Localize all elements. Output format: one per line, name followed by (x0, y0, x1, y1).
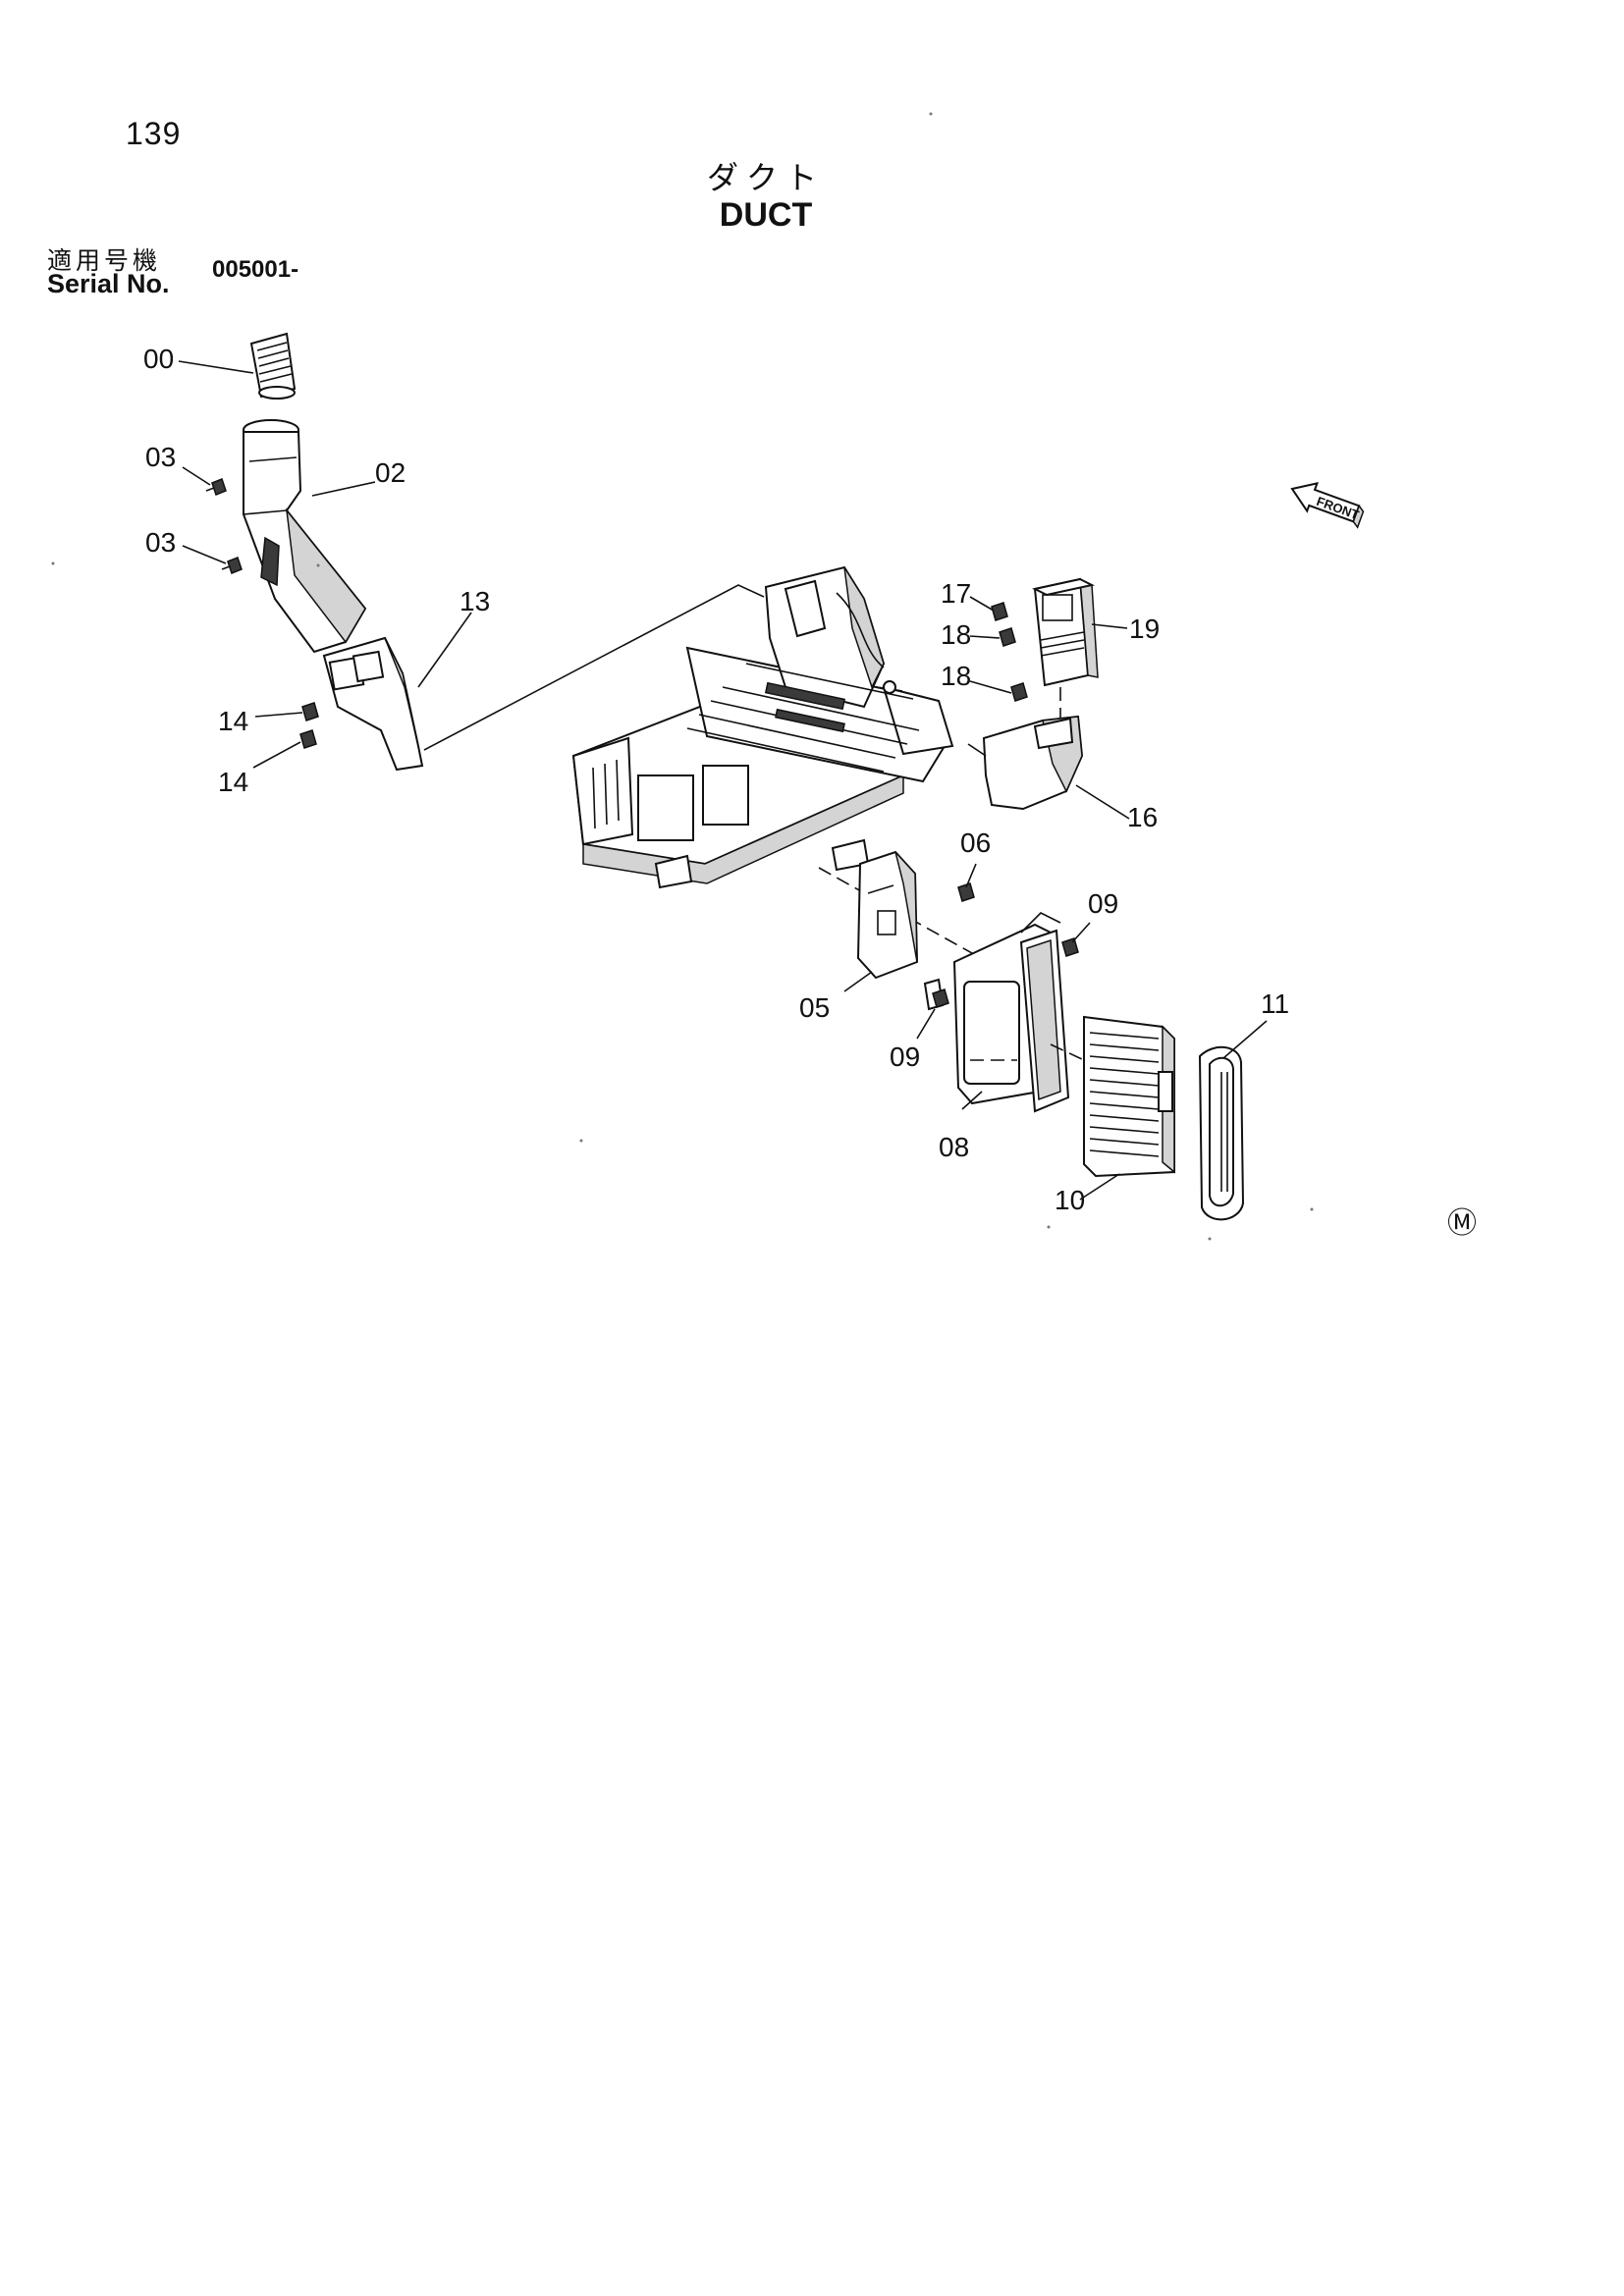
part-02-upper-duct (243, 419, 367, 654)
part-18-screw-lower (1010, 682, 1028, 702)
serial-label: Serial No. (47, 269, 170, 298)
part-19-vent-outlet (1032, 577, 1099, 687)
callout-09-upper: 09 (1088, 888, 1118, 919)
leader-06 (965, 863, 977, 888)
part-06-screw (957, 882, 975, 902)
callout-09-lower: 09 (890, 1041, 920, 1072)
callout-14-lower: 14 (218, 767, 248, 797)
leader-08 (961, 1091, 983, 1110)
front-direction-arrow: FRONT (1290, 481, 1365, 529)
dash-filter-to-10 (1050, 1043, 1085, 1061)
leader-14-lower (252, 741, 301, 769)
connection-line-duct-to-unit (423, 584, 765, 751)
part-16-side-duct (982, 715, 1084, 811)
page-number: 139 (126, 116, 182, 151)
callout-16: 16 (1127, 802, 1158, 832)
leader-19 (1091, 623, 1128, 629)
part-09-screw-upper (1061, 937, 1079, 957)
callout-05: 05 (799, 992, 830, 1023)
main-air-conditioner-unit (571, 565, 954, 889)
callout-02: 02 (375, 457, 406, 488)
part-17-clip (991, 602, 1008, 621)
callout-10: 10 (1055, 1185, 1085, 1215)
leader-03-lower (182, 545, 227, 564)
part-03-screw-lower (221, 557, 243, 574)
scan-specks (51, 112, 1314, 1241)
callout-03-upper: 03 (145, 442, 176, 472)
link-unit-to-16 (967, 743, 987, 757)
callout-14-upper: 14 (218, 706, 248, 736)
callout-03-lower: 03 (145, 527, 176, 558)
page-title-japanese: ダクト (706, 159, 825, 196)
part-10-filter-element (1083, 1015, 1175, 1178)
part-09-screw-lower (923, 978, 949, 1011)
serial-label-japanese: 適用号機 (47, 246, 162, 275)
part-13-lower-duct (322, 636, 424, 772)
part-11-outer-grille (1198, 1046, 1245, 1221)
leader-02 (311, 481, 376, 497)
leader-05 (843, 971, 873, 992)
leader-18-lower (969, 680, 1012, 694)
callout-19: 19 (1129, 614, 1160, 644)
callout-00: 00 (143, 344, 174, 374)
serial-number-value: 005001- (212, 256, 299, 283)
leader-10 (1079, 1173, 1120, 1201)
callout-17: 17 (941, 578, 971, 609)
callout-11: 11 (1261, 988, 1289, 1019)
part-14-screw-lower (299, 729, 317, 749)
part-08-filter-case (952, 912, 1070, 1113)
leader-11 (1222, 1020, 1268, 1059)
part-03-screw-upper (205, 478, 227, 496)
leader-03-upper (182, 466, 211, 486)
part-00-louver (249, 332, 297, 400)
leader-00 (178, 360, 254, 374)
callout-13: 13 (460, 586, 490, 616)
m-mark: Ⓜ (1447, 1206, 1477, 1241)
leader-16 (1075, 784, 1130, 820)
part-18-screw-upper (999, 627, 1016, 647)
leader-09-upper (1071, 922, 1091, 943)
leader-13 (417, 612, 472, 688)
leader-17 (969, 596, 995, 612)
leader-09-lower (916, 1008, 936, 1040)
leader-14-upper (254, 712, 303, 718)
callout-18-lower: 18 (941, 661, 971, 691)
page-title: DUCT (719, 196, 813, 234)
callout-06: 06 (960, 828, 991, 858)
part-14-screw-upper (301, 702, 319, 721)
callout-18-upper: 18 (941, 619, 971, 650)
leader-18-upper (969, 635, 1001, 639)
part-05-cover (856, 850, 919, 980)
callout-08: 08 (939, 1132, 969, 1162)
